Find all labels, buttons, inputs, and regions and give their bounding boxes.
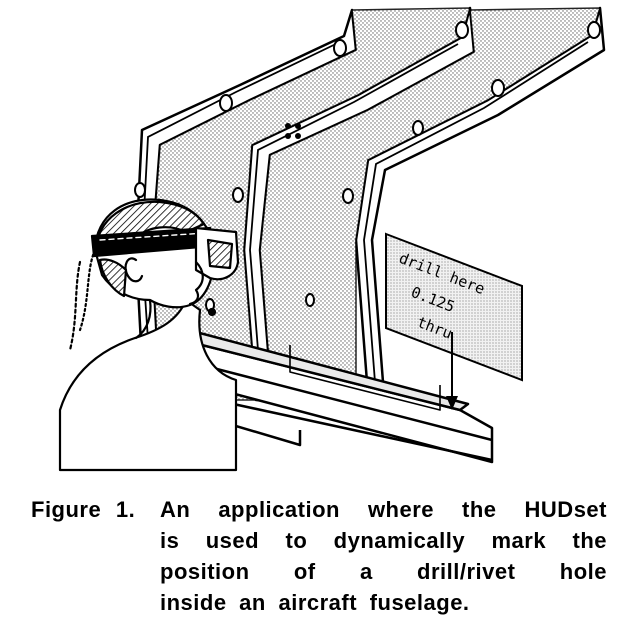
lightening-holes — [134, 21, 601, 312]
caption-line-4: inside an aircraft fuselage. — [160, 590, 470, 615]
caption-line-2: is used to dynamically mark the — [160, 528, 607, 553]
hud-virtual-sign: drill here 0.125 thru — [385, 232, 523, 410]
rivet-cluster — [285, 123, 301, 139]
figure-caption: Figure 1. An application where the HUDse… — [0, 478, 631, 628]
fuselage-hudset-illustration: drill here 0.125 thru — [58, 6, 606, 472]
caption-line-3: position of a drill/rivet hole — [160, 559, 607, 584]
caption-line-1: An application where the HUDset — [160, 497, 607, 522]
figure-label: Figure 1. — [31, 497, 136, 522]
worker-figure — [58, 198, 240, 472]
